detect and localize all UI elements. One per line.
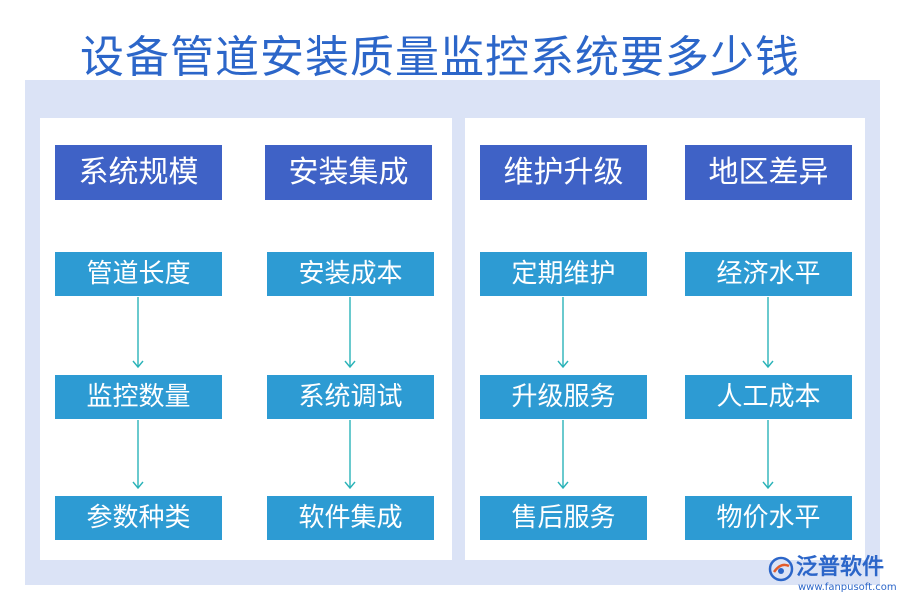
brand-logo: 泛普软件 www.fanpusoft.com [768, 554, 897, 596]
node-parameter-types: 参数种类 [55, 496, 222, 540]
logo-name: 泛普软件 [796, 555, 885, 580]
node-installation-cost: 安装成本 [267, 252, 434, 296]
node-regular-maintenance: 定期维护 [480, 252, 647, 296]
node-after-sales-service: 售后服务 [480, 496, 647, 540]
column-header-installation-integration: 安装集成 [265, 145, 432, 200]
node-economic-level: 经济水平 [685, 252, 852, 296]
node-price-level: 物价水平 [685, 496, 852, 540]
node-software-integration: 软件集成 [267, 496, 434, 540]
node-system-debugging: 系统调试 [267, 375, 434, 419]
column-header-maintenance-upgrade: 维护升级 [480, 145, 647, 200]
node-monitor-count: 监控数量 [55, 375, 222, 419]
node-upgrade-service: 升级服务 [480, 375, 647, 419]
page-title: 设备管道安装质量监控系统要多少钱 [80, 32, 800, 83]
node-pipe-length: 管道长度 [55, 252, 222, 296]
column-header-regional-difference: 地区差异 [685, 145, 852, 200]
logo-url: www.fanpusoft.com [798, 582, 897, 593]
logo-swirl-icon [768, 556, 794, 582]
node-labor-cost: 人工成本 [685, 375, 852, 419]
column-header-system-scale: 系统规模 [55, 145, 222, 200]
